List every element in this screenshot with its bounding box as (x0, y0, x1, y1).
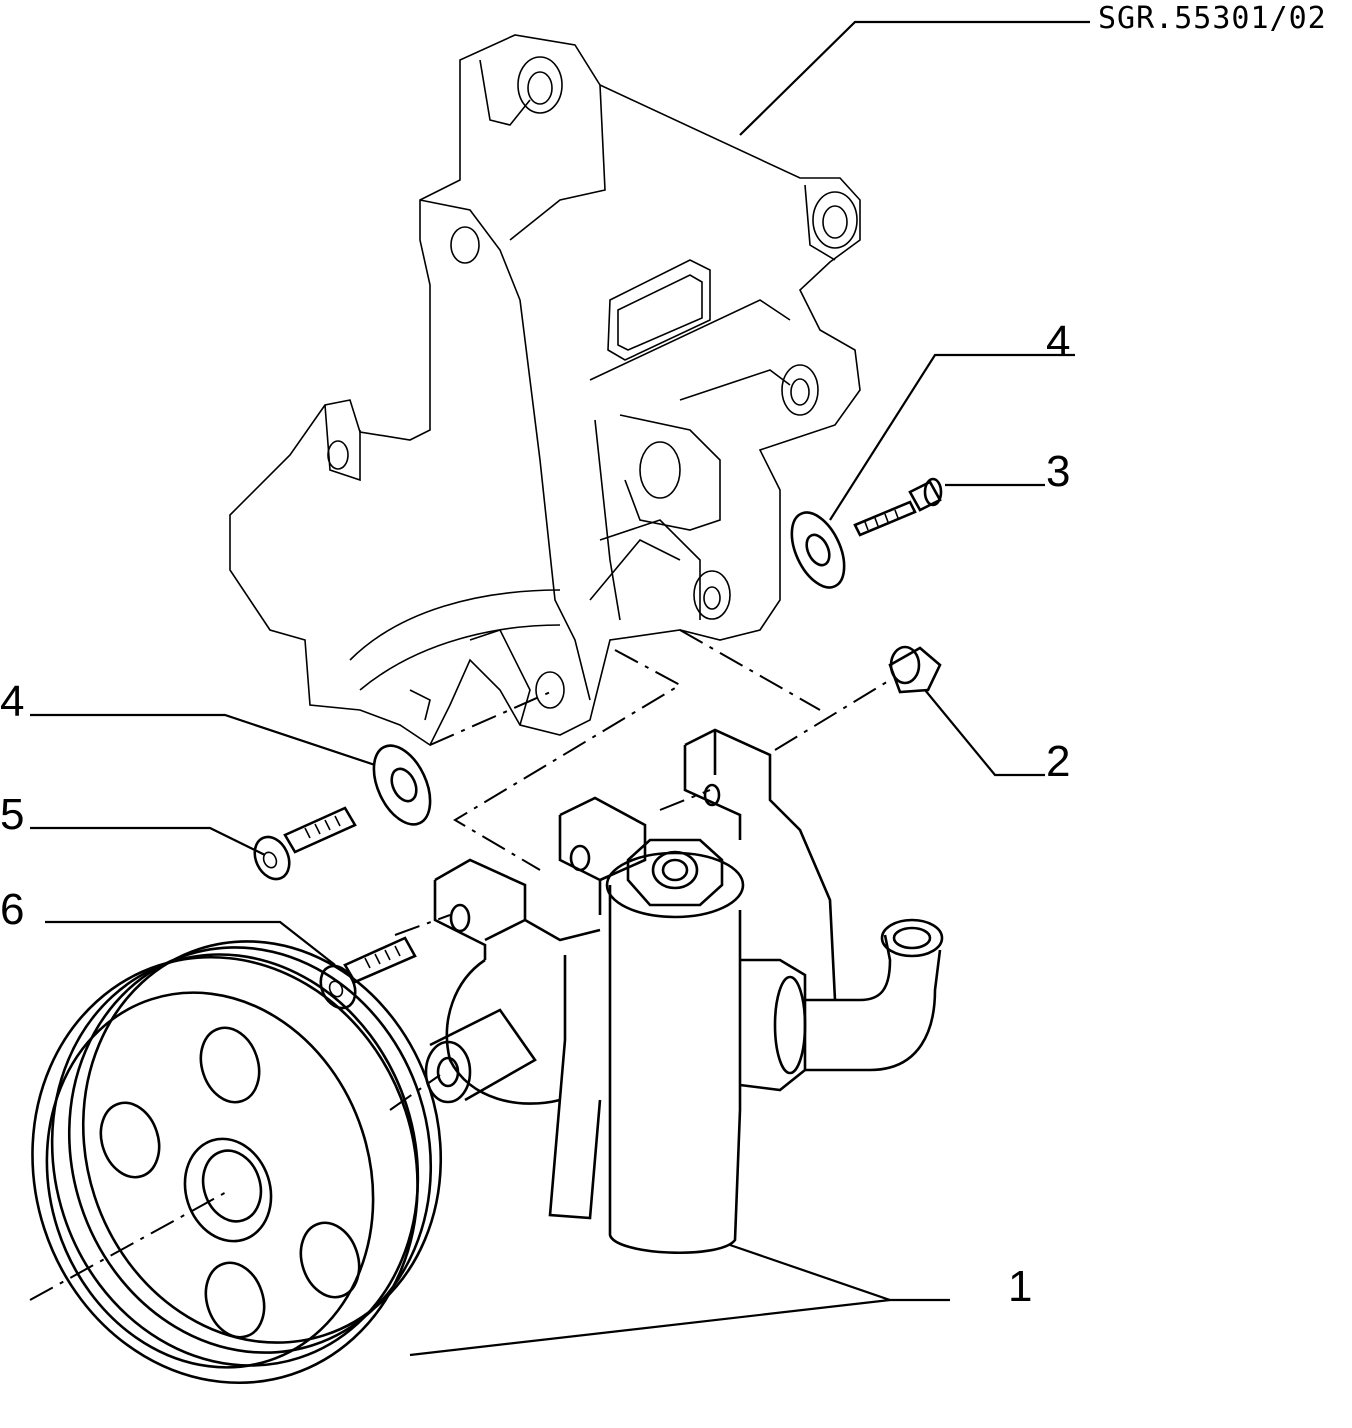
callout-2: 2 (1046, 737, 1071, 786)
callout-3: 3 (1046, 447, 1071, 496)
washer-left (372, 744, 432, 826)
mounting-bracket (229, 34, 861, 747)
callout-1: 1 (1008, 1262, 1033, 1311)
callout-4-left: 4 (0, 677, 25, 726)
callout-5: 5 (0, 790, 25, 839)
callout-4-top: 4 (1046, 317, 1071, 366)
screw-3 (853, 477, 943, 537)
pulley (31, 940, 443, 1385)
dowel-2 (888, 645, 942, 694)
drawing-reference-code: SGR.55301/02 (1098, 1, 1327, 36)
screw-5 (253, 806, 357, 881)
screw-6 (319, 936, 417, 1010)
washer-upper-right (790, 511, 846, 589)
leader-lines (30, 20, 1090, 1357)
alignment-lines (29, 629, 891, 1301)
power-steering-pump (424, 728, 944, 1254)
callout-6: 6 (0, 885, 25, 934)
